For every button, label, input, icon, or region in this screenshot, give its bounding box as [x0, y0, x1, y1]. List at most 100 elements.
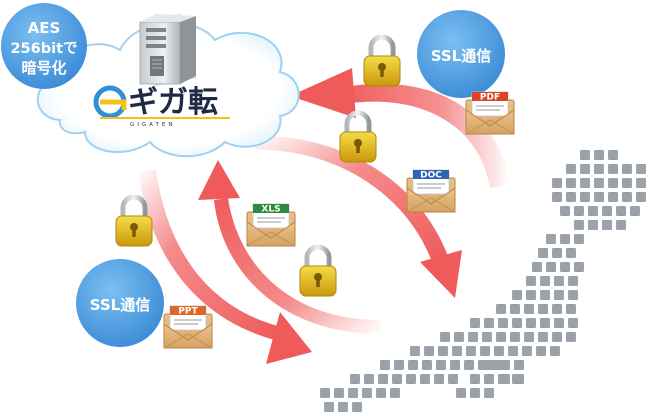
xls-tag: XLS: [261, 205, 280, 215]
map-cell: [450, 360, 460, 370]
download-arrow-middle-head: [420, 250, 462, 298]
map-cell: [568, 276, 578, 286]
map-cell: [496, 332, 506, 342]
map-cell: [410, 346, 420, 356]
map-cell: [320, 388, 330, 398]
map-cell: [324, 402, 334, 412]
map-cell: [524, 304, 534, 314]
map-cell: [538, 304, 548, 314]
map-cell: [536, 346, 546, 356]
map-cell: [552, 248, 562, 258]
map-cell: [554, 290, 564, 300]
map-cell: [554, 276, 564, 286]
map-cell: [378, 374, 388, 384]
map-cell: [574, 220, 584, 230]
map-cell: [636, 192, 646, 202]
map-cell: [566, 304, 576, 314]
download-arrow-bottom-head: [266, 312, 312, 364]
map-cell: [594, 150, 604, 160]
map-cell: [568, 290, 578, 300]
map-cell: [484, 318, 494, 328]
doc-envelope-icon: DOC: [406, 169, 456, 213]
badge-line-2: 256bitで: [10, 41, 77, 57]
map-cell: [480, 346, 490, 356]
map-cell: [602, 220, 612, 230]
map-cell: [440, 332, 450, 342]
padlocks: [115, 34, 401, 297]
map-cell: [550, 346, 560, 356]
map-cell: [512, 290, 522, 300]
map-cell: [468, 332, 478, 342]
map-cell: [574, 234, 584, 244]
map-cell: [580, 192, 590, 202]
padlock-icon: [299, 244, 337, 297]
map-cell: [566, 178, 576, 188]
padlock-icon: [339, 110, 377, 163]
map-cell: [484, 388, 494, 398]
map-cell: [470, 374, 480, 384]
map-cell: [466, 346, 476, 356]
map-cell: [456, 388, 466, 398]
pdf-tag: PDF: [480, 93, 500, 103]
map-cell: [540, 276, 550, 286]
map-cell: [580, 164, 590, 174]
upload-arrow-top: [340, 83, 510, 188]
map-cell: [552, 178, 562, 188]
ppt-tag: PPT: [178, 307, 198, 317]
ssl-badge-bottom: SSL通信: [76, 259, 164, 347]
map-cell: [580, 150, 590, 160]
map-cell: [376, 388, 386, 398]
map-cell: [588, 220, 598, 230]
map-cell: [538, 248, 548, 258]
map-cell: [594, 164, 604, 174]
map-cell: [514, 360, 524, 370]
map-cell: [566, 248, 576, 258]
padlock-icon: [363, 34, 401, 87]
map-cell: [422, 360, 432, 370]
map-cell: [560, 234, 570, 244]
map-cell: [524, 332, 534, 342]
map-cell: [526, 318, 536, 328]
map-cell: [486, 360, 496, 370]
map-cell: [510, 304, 520, 314]
map-cell: [540, 290, 550, 300]
map-cell: [532, 262, 542, 272]
map-cell: [406, 374, 416, 384]
map-cell: [484, 374, 494, 384]
map-cell: [352, 402, 362, 412]
map-cell: [434, 374, 444, 384]
aes-encryption-badge: AES 256bitで 暗号化: [1, 3, 87, 89]
map-cell: [636, 178, 646, 188]
map-cell: [522, 346, 532, 356]
map-cell: [500, 360, 510, 370]
map-cell: [454, 332, 464, 342]
map-cell: [348, 388, 358, 398]
ssl-badge-top: SSL通信: [417, 10, 505, 98]
map-cell: [566, 164, 576, 174]
map-cell: [538, 332, 548, 342]
map-cell: [622, 192, 632, 202]
map-cell: [580, 178, 590, 188]
map-cell: [622, 164, 632, 174]
map-cell: [380, 360, 390, 370]
map-cell: [560, 262, 570, 272]
map-cell: [546, 234, 556, 244]
ppt-envelope-icon: PPT: [163, 305, 213, 349]
pdf-envelope-icon: PDF: [465, 91, 515, 135]
map-cell: [608, 150, 618, 160]
map-cell: [566, 332, 576, 342]
map-cell: [526, 276, 536, 286]
map-cell: [552, 332, 562, 342]
map-cell: [554, 318, 564, 328]
map-cell: [448, 374, 458, 384]
map-cell: [566, 192, 576, 202]
map-cell: [500, 374, 510, 384]
map-cell: [508, 346, 518, 356]
map-cell: [464, 360, 474, 370]
map-cell: [424, 346, 434, 356]
map-cell: [514, 374, 524, 384]
map-cell: [438, 346, 448, 356]
server-icon: [139, 14, 196, 86]
map-cell: [526, 290, 536, 300]
ssl-label-top: SSL通信: [431, 47, 492, 65]
